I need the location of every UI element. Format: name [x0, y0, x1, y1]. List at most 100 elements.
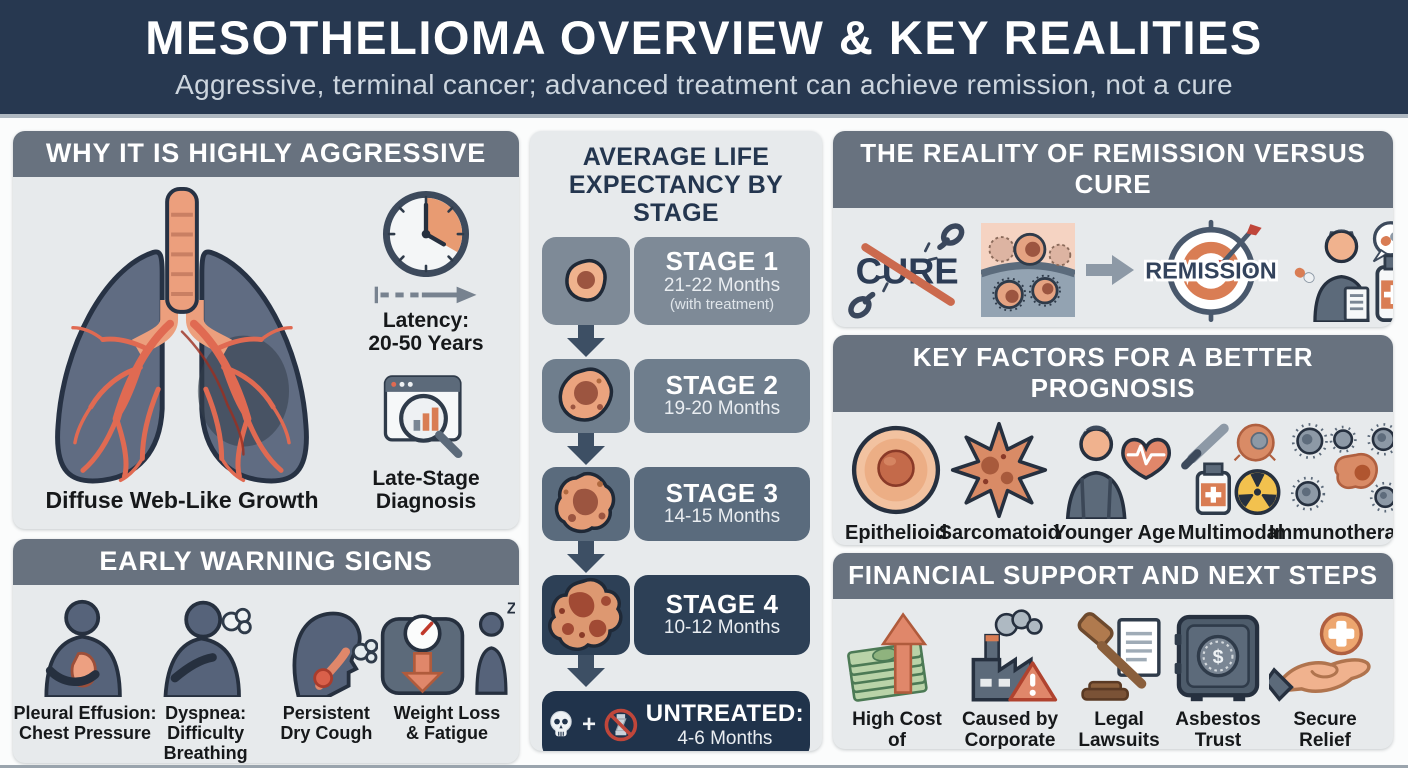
late-diagnosis-icon — [383, 375, 463, 459]
remission-item-label: Disease Becomes Manageable — [1286, 326, 1393, 327]
financial-item-negligence: Caused by Corporate Asbestos Negligence — [949, 609, 1071, 749]
prognosis-item-sublabel: (Slower Spread, Better Response) — [845, 544, 947, 545]
prognosis-item-younger-age: Younger Age & Strong Health — [1051, 422, 1177, 545]
down-arrow-icon — [542, 655, 630, 689]
financial-item-label: Caused by Corporate Asbestos Negligence — [961, 709, 1059, 749]
content-area: WHY IT IS HIGHLY AGGRESSIVE — [0, 118, 1408, 768]
middle-column: AVERAGE LIFE EXPECTANCY BY STAGE STAGE 1… — [530, 131, 822, 751]
panel-remission-body: CURE NOT Completely Curable — [833, 208, 1393, 327]
tumor-stage4-icon — [542, 575, 630, 655]
stage-row-4: STAGE 4 10-12 Months — [542, 575, 810, 655]
untreated-text: UNTREATED: 4-6 Months — [646, 700, 804, 750]
prognosis-item-multimodal: Multimodal Treatments — [1177, 422, 1284, 545]
hand-plus-icon — [1269, 612, 1371, 702]
stage-row-2: STAGE 2 19-20 Months — [542, 359, 810, 433]
financial-item-label: High Cost of Treatments — [852, 709, 942, 749]
left-column: WHY IT IS HIGHLY AGGRESSIVE — [13, 131, 519, 763]
stage3-box: STAGE 3 14-15 Months — [634, 467, 810, 541]
panel-stages-title: AVERAGE LIFE EXPECTANCY BY STAGE — [568, 143, 784, 227]
prognosis-item-label: Multimodal Treatments — [1177, 522, 1284, 545]
panel-warning-title: EARLY WARNING SIGNS — [13, 539, 519, 585]
page-title: MESOTHELIOMA OVERVIEW & KEY REALITIES — [145, 11, 1263, 65]
warning-item-label: Persistent Dry Cough — [280, 703, 373, 744]
stage-name: STAGE 2 — [665, 369, 779, 400]
sleep-z-glyph: Z — [507, 600, 515, 617]
latency-caption: Latency: 20-50 Years — [368, 308, 484, 356]
diagnosis-caption: Late-Stage Diagnosis — [372, 466, 480, 514]
warning-item-label: Pleural Effusion: Chest Pressure — [13, 703, 157, 744]
financial-item-trust-funds: $ Asbestos Trust Funds — [1167, 609, 1269, 749]
prognosis-item-label: Younger Age & Strong Health — [1053, 522, 1176, 545]
header: MESOTHELIOMA OVERVIEW & KEY REALITIES Ag… — [0, 0, 1408, 118]
money-up-icon — [847, 612, 928, 702]
remission-item-manageable: Disease Becomes Manageable — [1286, 218, 1393, 327]
skull-icon — [550, 710, 572, 737]
panel-prognosis-body: Epithelioid (Slower Spread, Better Respo… — [833, 412, 1393, 545]
target-dart-icon: REMISSION — [1142, 219, 1279, 322]
warning-item-pleural-effusion: Pleural Effusion: Chest Pressure — [13, 597, 157, 763]
tumor-stage2-icon — [542, 359, 630, 433]
dry-cough-icon — [292, 611, 379, 697]
sarcomatoid-cell-icon — [951, 421, 1048, 519]
prognosis-item-sarcomatoid: Sarcomatoid — [939, 421, 1060, 544]
chest-pressure-icon — [44, 599, 122, 697]
dyspnea-icon — [163, 600, 252, 697]
stage-months: 10-12 Months — [663, 617, 781, 639]
remission-item-label: Medical Goal: Shrinks Tumors — [1139, 326, 1282, 327]
panel-financial-title: FINANCIAL SUPPORT AND NEXT STEPS — [833, 553, 1393, 599]
untreated-name: UNTREATED: — [645, 700, 804, 727]
warning-item-label: Dyspnea: Difficulty Breathing — [163, 703, 248, 763]
down-arrow-icon — [542, 433, 630, 467]
flow-right-arrow-icon — [1084, 218, 1136, 322]
stage-name: STAGE 1 — [665, 246, 779, 277]
warning-item-dry-cough: Persistent Dry Cough — [268, 597, 384, 763]
gavel-icon — [1077, 612, 1161, 701]
immunotherapy-icon — [1290, 423, 1393, 513]
stage-months: 14-15 Months — [663, 506, 781, 528]
dollar-glyph: $ — [1213, 646, 1224, 668]
financial-item-high-cost: High Cost of Treatments — [845, 609, 949, 749]
panel-prognosis: KEY FACTORS FOR A BETTER PROGNOSIS Epith… — [833, 335, 1393, 545]
panel-financial: FINANCIAL SUPPORT AND NEXT STEPS — [833, 553, 1393, 749]
plus-glyph: + — [581, 711, 596, 738]
stage-name: STAGE 3 — [665, 477, 779, 508]
stage-note: (with treatment) — [669, 296, 775, 314]
latency-clock-icon — [382, 191, 470, 278]
remission-item-label: NOT Completely Curable — [845, 326, 973, 327]
stage-months: 19-20 Months — [663, 398, 781, 420]
stage1-box: STAGE 1 21-22 Months (with treatment) — [634, 237, 810, 325]
remission-item-cells-hide: Microscopic Cells Hide — [973, 218, 1084, 327]
untreated-row: + UNTREATED: 4-6 Months — [542, 691, 810, 751]
remission-item-label: Microscopic Cells Hide — [973, 326, 1084, 327]
panel-warning: EARLY WARNING SIGNS Pleural Effusion: Ch… — [13, 539, 519, 763]
lungs-caption: Diffuse Web-Like Growth — [45, 487, 319, 514]
factory-warning-icon — [971, 609, 1058, 702]
panel-aggressive-body: Diffuse Web-Like Growth — [13, 177, 519, 524]
panel-prognosis-title: KEY FACTORS FOR A BETTER PROGNOSIS — [833, 335, 1393, 412]
remission-item-not-curable: CURE NOT Completely Curable — [845, 218, 973, 327]
weight-loss-icon: Z — [380, 600, 515, 696]
warning-item-weight-loss: Z Weight Loss & Fatigue — [380, 597, 515, 763]
stage-row-1: STAGE 1 21-22 Months (with treatment) — [542, 237, 810, 325]
panel-aggressive: WHY IT IS HIGHLY AGGRESSIVE — [13, 131, 519, 529]
panel-warning-body: Pleural Effusion: Chest Pressure Dyspnea… — [13, 585, 519, 763]
warning-item-dyspnea: Dyspnea: Difficulty Breathing — [148, 597, 264, 763]
patient-meds-icon — [1294, 221, 1393, 322]
prognosis-item-label: Sarcomatoid — [938, 522, 1060, 544]
safe-icon: $ — [1174, 614, 1260, 702]
lungs-icon — [29, 186, 335, 486]
down-arrow-icon — [542, 541, 630, 575]
cure-crossed-icon: CURE — [848, 223, 965, 319]
financial-item-label: Legal Lawsuits — [1078, 709, 1160, 749]
prognosis-item-sublabel: (Trains Immune System) — [1289, 544, 1394, 545]
prognosis-item-epithelioid: Epithelioid (Slower Spread, Better Respo… — [845, 422, 947, 545]
financial-item-label: Asbestos Trust Funds — [1175, 709, 1261, 749]
epithelioid-cell-icon — [852, 425, 941, 515]
tumor-stage3-icon — [542, 467, 630, 541]
panel-aggressive-title: WHY IT IS HIGHLY AGGRESSIVE — [13, 131, 519, 177]
page-subtitle: Aggressive, terminal cancer; advanced tr… — [175, 68, 1233, 100]
stage-months: 21-22 Months — [663, 274, 781, 296]
microscopic-cells-icon — [981, 223, 1076, 317]
warning-item-label: Weight Loss & Fatigue — [393, 703, 501, 744]
